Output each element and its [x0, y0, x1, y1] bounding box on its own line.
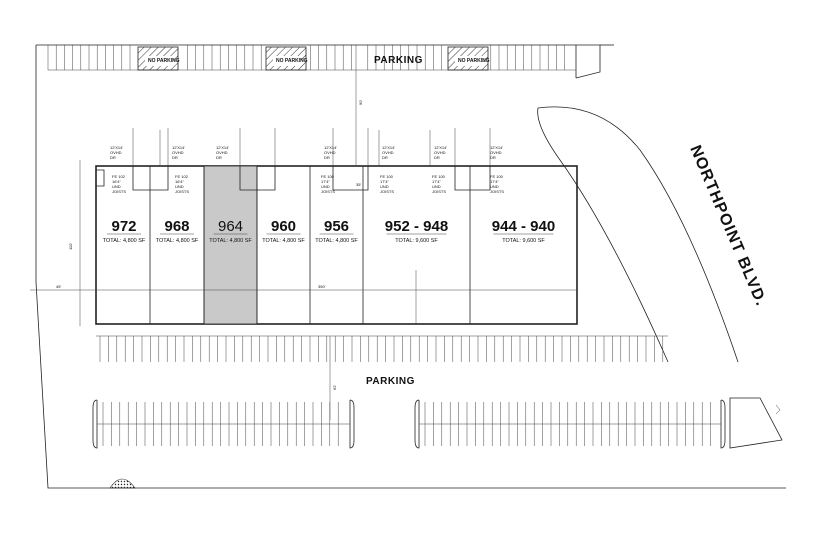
unit-total: TOTAL: 4,800 SF [209, 238, 252, 244]
unit-total: TOTAL: 4,800 SF [103, 238, 146, 244]
joist-label: FE 100 [321, 174, 335, 179]
door-label: DR [324, 155, 330, 160]
door-label: OVHD [110, 150, 122, 155]
door-label: OVHD [216, 150, 228, 155]
no-parking-zone-2: NO PARKING [265, 46, 308, 71]
joist-label: JOISTS [490, 189, 504, 194]
island-end [349, 399, 355, 449]
unit-number: 944 - 940 [492, 218, 555, 235]
unit-dividers [149, 166, 471, 324]
door-label: OVHD [434, 150, 446, 155]
no-parking-label-2: NO PARKING [276, 58, 308, 64]
building-width-dim: 350' [318, 284, 326, 289]
unit-total: TOTAL: 9,600 SF [502, 238, 545, 244]
no-parking-zone-1: NO PARKING [137, 46, 180, 71]
loading-docks: 12'X14'OVHDDR12'X14'OVHDDR12'X14'OVHDDR1… [96, 128, 504, 194]
joist-label: 17'4" [432, 179, 441, 184]
unit-total: TOTAL: 4,800 SF [315, 238, 358, 244]
joist-label: JOISTS [321, 189, 335, 194]
parking-label-top: PARKING [374, 55, 423, 66]
top-drive-dim: 90' [358, 100, 363, 105]
door-label: DR [172, 155, 178, 160]
front-parking-stalls [99, 336, 664, 362]
joist-label: 16'4" [175, 179, 184, 184]
no-parking-zone-3: NO PARKING [447, 46, 490, 71]
door-label: 12'X14' [172, 145, 185, 150]
unit-number: 952 - 948 [385, 218, 448, 235]
unit-highlight [203, 165, 258, 325]
top-parking-stalls [47, 45, 565, 70]
door-label: DR [434, 155, 440, 160]
island-end [92, 399, 98, 449]
joist-label: JOISTS [380, 189, 394, 194]
door-label: OVHD [490, 150, 502, 155]
joist-label: FE 100 [490, 174, 504, 179]
site-boundary [35, 45, 786, 489]
island-end [720, 399, 726, 449]
door-label: 12'X14' [324, 145, 337, 150]
dock-notch [132, 166, 169, 191]
door-label: DR [382, 155, 388, 160]
joist-label: UND [112, 184, 121, 189]
door-label: 12'X14' [434, 145, 447, 150]
door-label: 12'X14' [382, 145, 395, 150]
dock-notch [239, 166, 276, 191]
unit-number: 956 [324, 218, 349, 235]
joist-label: 16'4" [112, 179, 121, 184]
joist-label: FE 100 [380, 174, 394, 179]
road-edge-inner [537, 107, 669, 363]
building-depth-dim: 110' [68, 243, 73, 250]
corner-pad [729, 397, 783, 449]
street-name: NORTHPOINT BLVD. [686, 143, 769, 309]
joist-label: UND [380, 184, 389, 189]
unit-number: 960 [271, 218, 296, 235]
door-label: OVHD [324, 150, 336, 155]
joist-label: UND [490, 184, 499, 189]
dock-notch [332, 166, 369, 191]
joist-label: UND [432, 184, 441, 189]
unit-total: TOTAL: 9,600 SF [395, 238, 438, 244]
joist-label: 17'4" [380, 179, 389, 184]
unit-number: 972 [111, 218, 136, 235]
joist-label: JOISTS [432, 189, 446, 194]
door-label: DR [110, 155, 116, 160]
stair [96, 169, 105, 187]
corner-marker [775, 404, 781, 415]
door-label: 12'X14' [490, 145, 503, 150]
unit-total: TOTAL: 4,800 SF [156, 238, 199, 244]
building-outline [95, 165, 578, 325]
unit-total: TOTAL: 4,800 SF [262, 238, 305, 244]
joist-label: UND [321, 184, 330, 189]
door-label: 12'X14' [216, 145, 229, 150]
door-label: OVHD [172, 150, 184, 155]
landscape-area [109, 478, 136, 489]
door-label: DR [216, 155, 222, 160]
joist-label: JOISTS [175, 189, 189, 194]
dock-notch [454, 166, 491, 191]
joist-label: FE 102 [112, 174, 126, 179]
site-boundary-top [36, 44, 601, 79]
parking-islands [92, 399, 726, 449]
road-edge-outer [537, 106, 739, 363]
island-end [414, 399, 420, 449]
parking-label-bottom: PARKING [366, 376, 415, 387]
unit-number: 964 [218, 218, 243, 235]
door-label: OVHD [382, 150, 394, 155]
door-label: 12'X14' [110, 145, 123, 150]
no-parking-label-3: NO PARKING [458, 58, 490, 64]
joist-label: FE 102 [175, 174, 189, 179]
joist-label: 17'4" [321, 179, 330, 184]
joist-label: FE 100 [432, 174, 446, 179]
joist-label: UND [175, 184, 184, 189]
bottom-drive-dim: 62' [332, 385, 337, 390]
unit-number: 968 [164, 218, 189, 235]
left-offset-dim: 45' [56, 284, 61, 289]
door-label: DR [490, 155, 496, 160]
joist-label: JOISTS [112, 189, 126, 194]
joist-label: 17'4" [490, 179, 499, 184]
no-parking-label-1: NO PARKING [148, 58, 180, 64]
mid-drive-dim: 35' [356, 182, 361, 187]
